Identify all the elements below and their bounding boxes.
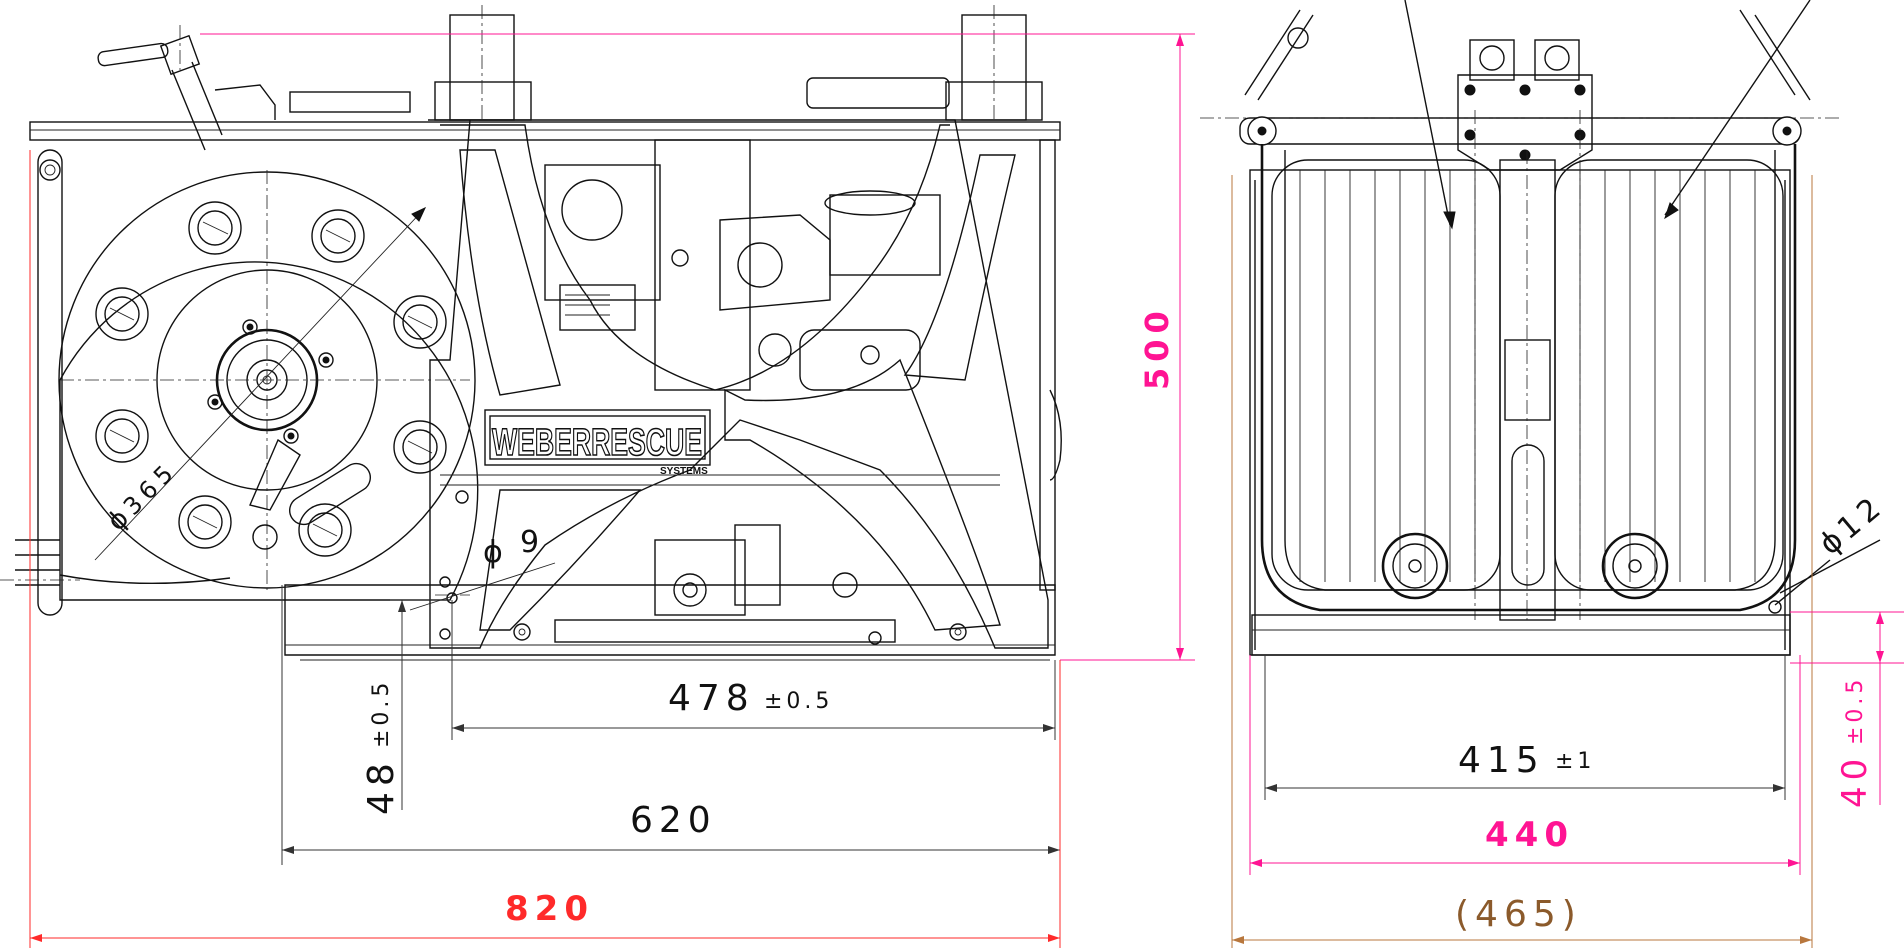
wheel-bolt xyxy=(298,503,352,557)
wheel-bolt xyxy=(188,201,242,255)
hole-diameter-left-symbol: ϕ xyxy=(483,535,503,570)
foot-height-40-tolerance: ±0.5 xyxy=(1843,676,1868,745)
wheel-bolt xyxy=(393,420,447,474)
dimension-labels: ϕ 365 ϕ 9 ϕ 12 500 478 ±0.5 48 ±0.5 620 … xyxy=(102,305,1892,935)
foot-height-48-value: 48 xyxy=(361,757,402,815)
wheel-bolt xyxy=(95,409,149,463)
hose-reel-wheel xyxy=(58,170,479,601)
top-frame-rail xyxy=(29,121,1061,141)
lever-handle xyxy=(97,25,276,151)
foot-height-48-tolerance: ±0.5 xyxy=(369,679,394,748)
left-tube xyxy=(37,149,63,616)
brand-label: WEBERRESCUE xyxy=(492,422,702,464)
brand-plate: WEBERRESCUE SYSTEMS xyxy=(484,409,711,477)
length-total-value: 820 xyxy=(505,889,594,929)
wheel-diameter-value: 365 xyxy=(118,456,183,521)
engine xyxy=(544,139,941,616)
foot-height-40-value: 40 xyxy=(1835,753,1875,808)
width-415-value: 415 xyxy=(1458,740,1545,781)
wheel-bolt xyxy=(311,209,365,263)
hole-diameter-left-value: 9 xyxy=(520,525,539,560)
hose-outlets xyxy=(0,539,231,586)
hose-coil-left xyxy=(1271,159,1501,591)
width-440-value: 440 xyxy=(1485,815,1574,855)
width-620-value: 620 xyxy=(630,800,717,841)
top-brackets xyxy=(289,5,1043,121)
hose-coil-right xyxy=(1554,159,1784,591)
height-total-value: 500 xyxy=(1138,305,1176,390)
x-frame xyxy=(428,119,1049,649)
width-478-value: 478 xyxy=(668,678,755,719)
front-view xyxy=(1200,0,1881,656)
manifold-block xyxy=(1457,39,1593,171)
front-wheel-left xyxy=(1381,532,1449,600)
wheel-bolt xyxy=(178,495,232,549)
brand-sub-label: SYSTEMS xyxy=(660,466,708,477)
wheel-bolt xyxy=(393,295,447,349)
width-415-tolerance: ±1 xyxy=(1555,749,1595,774)
side-view xyxy=(0,5,1062,661)
width-478-tolerance: ±0.5 xyxy=(764,689,833,714)
wheel-bolt xyxy=(95,287,149,341)
width-465-value: (465) xyxy=(1455,894,1582,935)
front-wheel-right xyxy=(1601,532,1669,600)
dimension-lines xyxy=(29,33,1904,948)
